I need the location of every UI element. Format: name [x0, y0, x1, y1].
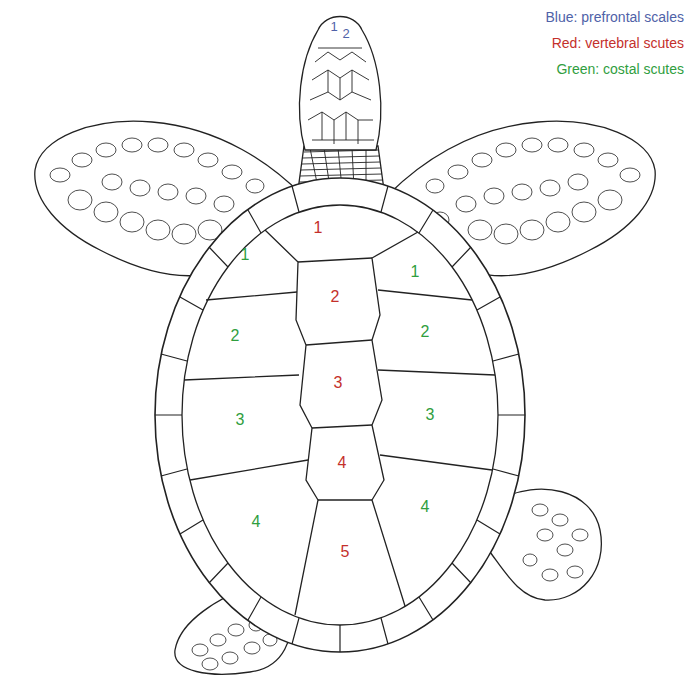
costal-number: 4 [421, 498, 430, 516]
costal-number: 3 [426, 406, 435, 424]
vertebral-number: 2 [331, 288, 340, 306]
costal-number: 2 [421, 323, 430, 341]
vertebral-number: 5 [341, 543, 350, 561]
costal-number: 4 [252, 513, 261, 531]
costal-number: 1 [241, 246, 250, 264]
vertebral-number: 3 [334, 374, 343, 392]
legend-text: Red: vertebral scutes [552, 36, 684, 51]
vertebral-number: 1 [314, 219, 323, 237]
vertebral-number: 4 [338, 454, 347, 472]
costal-number: 3 [236, 411, 245, 429]
prefrontal-number: 2 [342, 27, 349, 41]
prefrontal-number: 1 [330, 20, 337, 34]
costal-number: 1 [411, 263, 420, 281]
costal-number: 2 [231, 327, 240, 345]
legend-text: Green: costal scutes [556, 62, 684, 77]
legend-text: Blue: prefrontal scales [545, 10, 684, 25]
